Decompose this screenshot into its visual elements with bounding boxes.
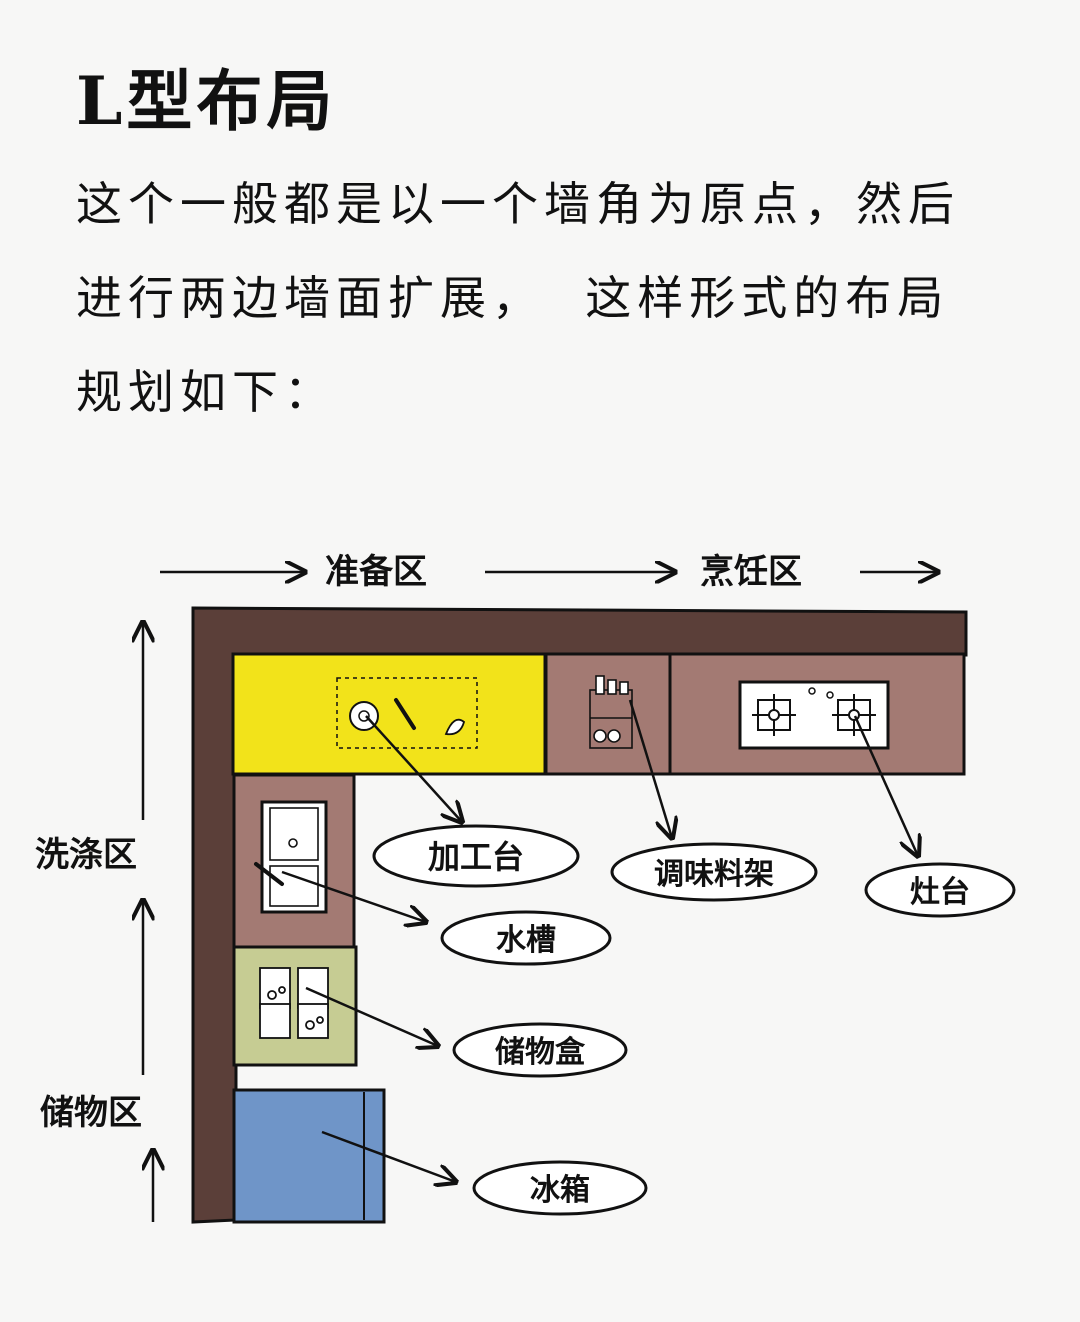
callout-storage-box: 储物盒 <box>452 1022 628 1078</box>
sink-icon <box>260 800 328 914</box>
description-line-2: 进行两边墙面扩展， 这样形式的布局 <box>76 271 950 325</box>
worktop-callout-arrow <box>365 715 462 822</box>
description-line-3: 规划如下： <box>76 365 336 419</box>
knife-icon <box>394 698 416 730</box>
stove-callout-arrow <box>853 715 918 856</box>
left-flow-arrows <box>143 622 153 1222</box>
callout-storage-box-label: 储物盒 <box>495 1035 586 1070</box>
callout-worktop-label: 加工台 <box>428 838 524 876</box>
storage-box-cabinet <box>232 945 358 1067</box>
spice-rack-callout-arrow <box>628 699 672 838</box>
callout-spice-rack: 调味料架 <box>610 842 818 902</box>
zone-label-wash: 洗涤区 <box>35 835 137 875</box>
callout-arrows <box>281 699 918 1182</box>
fridge <box>232 1088 386 1224</box>
storage-box-callout-arrow <box>305 986 438 1046</box>
sink-callout-arrow <box>281 870 426 922</box>
fridge-callout-arrow <box>321 1130 456 1182</box>
callout-sink-label: 水槽 <box>496 923 556 958</box>
page-title: L型布局 <box>76 62 337 140</box>
worktop-counter <box>231 652 547 776</box>
callout-sink: 水槽 <box>440 910 612 966</box>
spice-rack-cabinet <box>544 652 672 776</box>
burner-left-icon <box>752 694 796 736</box>
callout-stove: 灶台 <box>864 862 1016 918</box>
kitchen-layout-diagram: 准备区 烹饪区 洗涤区 储物区 <box>35 552 1016 1224</box>
burner-right-icon <box>832 694 876 736</box>
vegetable-icon <box>444 718 466 736</box>
spice-rack-icon <box>589 675 633 749</box>
callout-fridge-label: 冰箱 <box>530 1173 590 1208</box>
callout-worktop: 加工台 <box>372 824 580 888</box>
worktop-prep-area <box>336 677 478 749</box>
description-line-1: 这个一般都是以一个墙角为原点，然后 <box>76 177 960 231</box>
zone-label-storage: 储物区 <box>40 1093 142 1133</box>
callout-spice-rack-label: 调味料架 <box>654 857 774 892</box>
callout-stove-label: 灶台 <box>910 875 970 910</box>
zone-label-prep: 准备区 <box>325 552 427 592</box>
storage-box-icon <box>259 967 329 1039</box>
callout-fridge: 冰箱 <box>472 1160 648 1216</box>
zone-label-cook: 烹饪区 <box>700 552 802 592</box>
